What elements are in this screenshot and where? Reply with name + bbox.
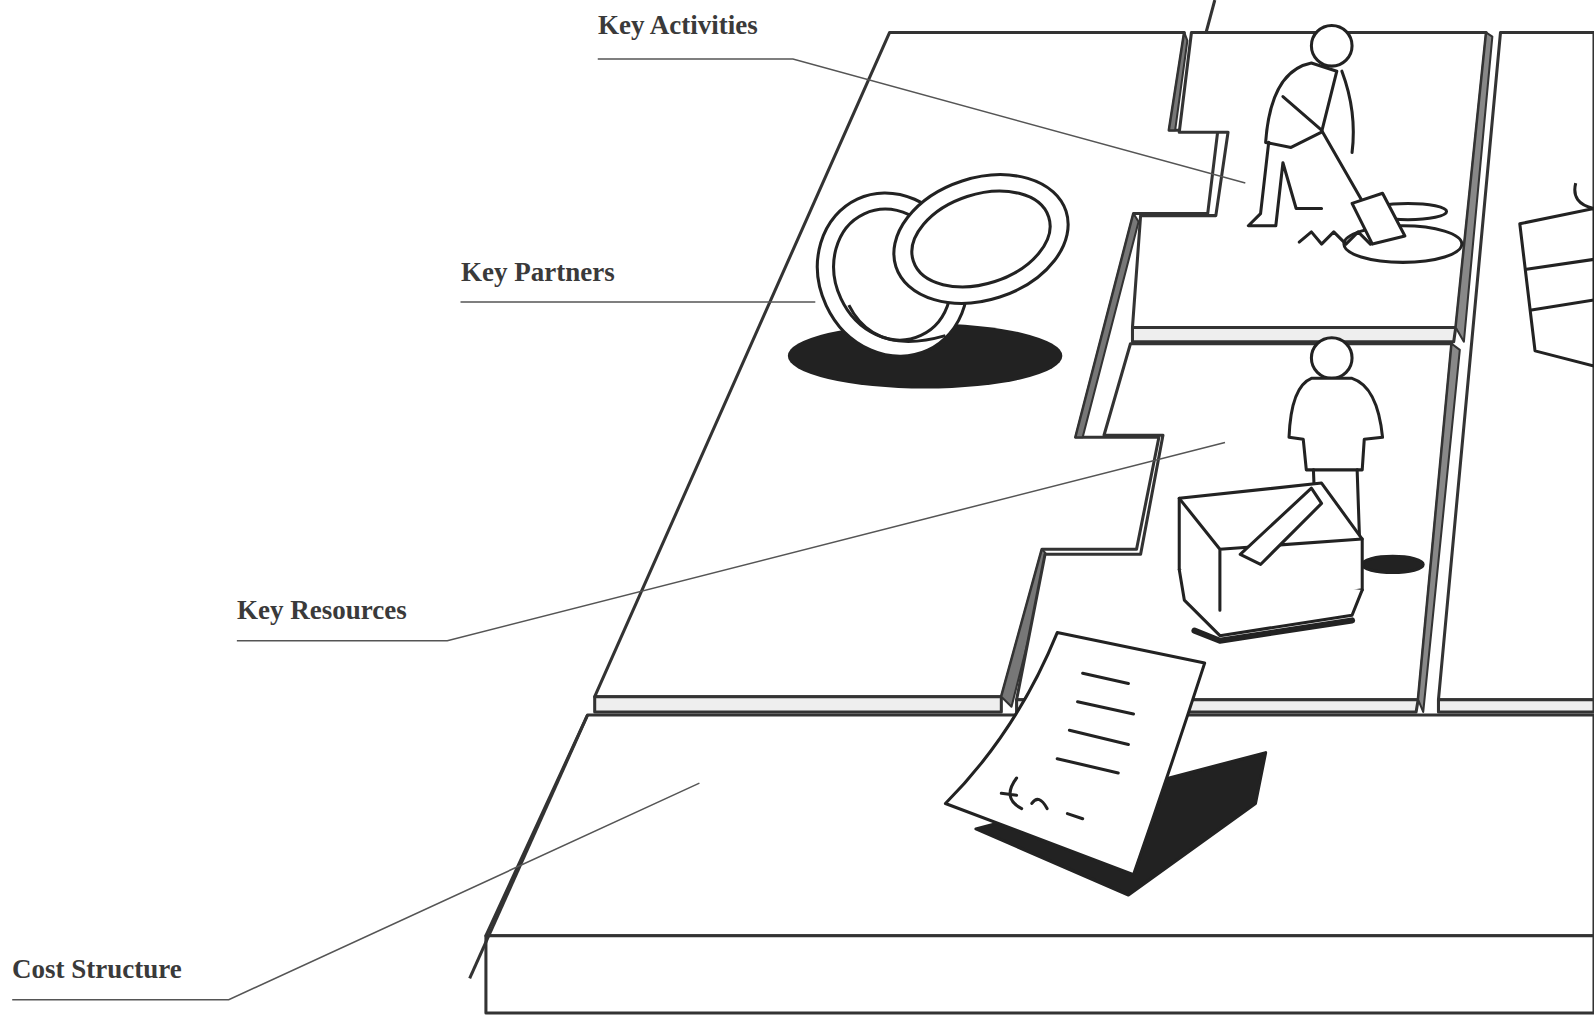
- tile-side: [486, 936, 1594, 1013]
- canvas-tiles: [470, 0, 1594, 1013]
- tile-side: [595, 697, 1002, 712]
- invoice-paper: [945, 633, 1204, 875]
- shovel-blade: [1352, 193, 1405, 244]
- rings-icon: [788, 153, 1085, 388]
- leader-lines: [12, 59, 1245, 1000]
- ring-link: [849, 305, 946, 341]
- invoice-lines: [1057, 673, 1133, 773]
- scroll: [1240, 488, 1321, 564]
- ring: [877, 153, 1085, 324]
- leader-line: [12, 783, 699, 1000]
- section-label: Key Resources: [237, 597, 407, 624]
- shadow: [1362, 556, 1423, 572]
- resource-figure: [1179, 338, 1423, 641]
- head: [1311, 338, 1352, 379]
- sofa-back: [1575, 183, 1594, 208]
- leader-line: [598, 59, 1246, 183]
- section-label: Key Activities: [598, 12, 758, 39]
- body: [1266, 63, 1337, 147]
- legs: [1248, 142, 1321, 225]
- euro-mark: [1001, 778, 1082, 819]
- activities-tile: [1132, 33, 1486, 328]
- section-label: Key Partners: [461, 259, 615, 286]
- arm: [1342, 71, 1353, 152]
- tile-side: [1438, 700, 1594, 712]
- sofa-icon: [1520, 183, 1594, 366]
- tile-side: [1132, 327, 1455, 341]
- dirt: [1299, 232, 1370, 244]
- leader-line: [237, 442, 1225, 640]
- invoice-icon: [945, 633, 1265, 895]
- section-label: Cost Structure: [12, 956, 182, 983]
- digging-figure: [1248, 25, 1461, 262]
- tile-edge: [470, 715, 588, 978]
- sofa-side: [1520, 208, 1594, 366]
- value-tile: [1438, 33, 1594, 700]
- head: [1311, 25, 1352, 66]
- leader-line: [461, 301, 816, 303]
- sofa-cushion: [1525, 259, 1594, 310]
- ring-inner: [900, 174, 1063, 303]
- body: [1289, 378, 1383, 470]
- stone-shadow: [1194, 620, 1352, 640]
